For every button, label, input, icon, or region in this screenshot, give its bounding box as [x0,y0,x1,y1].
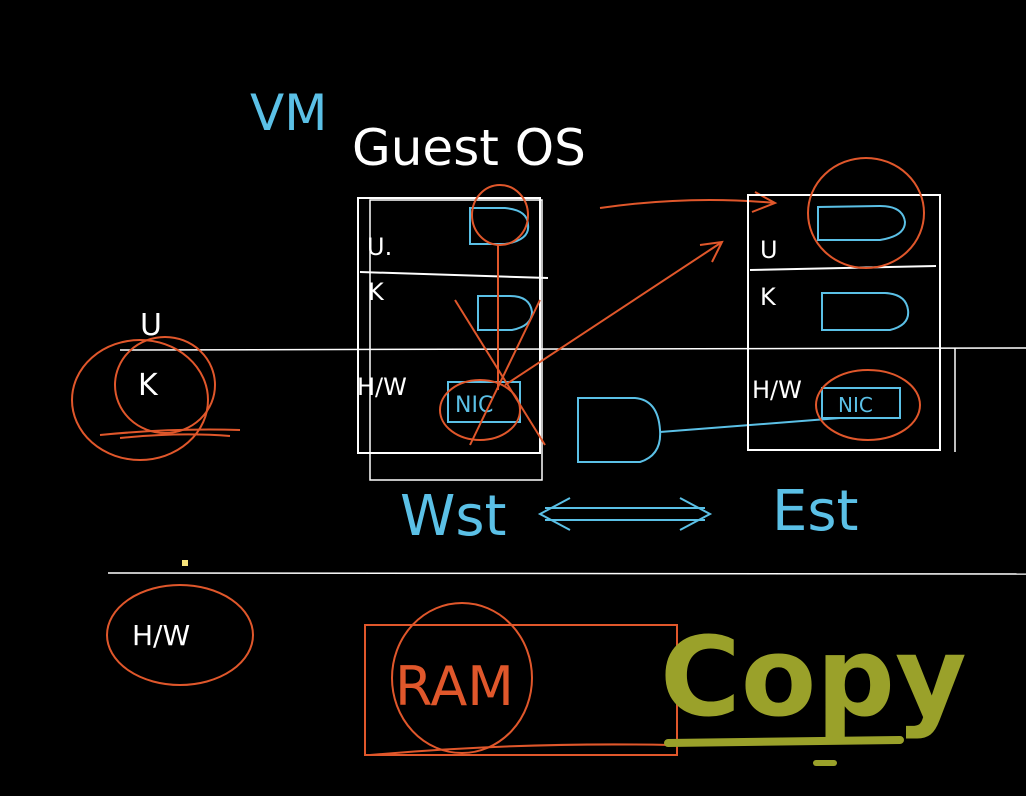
top-transfer-arrow [599,198,776,209]
cursor-dot [182,560,188,566]
west-kernel-shape [477,295,534,331]
west-app-circle [471,184,529,246]
host-kernel-circle-a [71,339,209,461]
west-hw-label: H/W [357,373,407,401]
kernel-hardware-divider-line [107,572,1026,575]
host-kernel-scribble [99,428,241,439]
copy-underline [664,736,904,747]
host-kernel-label: K [138,368,159,403]
ram-box [364,624,678,756]
west-vm-box-outer [369,199,543,481]
est-arrowhead [679,497,713,531]
hw-circle [106,584,254,686]
est-label: Est [772,479,859,544]
user-kernel-divider-line [119,347,1026,351]
east-user-kernel-line [749,265,937,271]
east-kernel-shape [821,292,910,331]
east-nic-circle [815,369,921,441]
east-user-label: U [760,236,778,264]
vm-label: VM [250,84,327,142]
ram-circle [391,602,533,754]
east-nic-label: NIC [838,393,873,417]
west-cross-arrow-b [469,299,541,446]
east-app-shape [817,204,907,241]
west-user-kernel-line [359,271,549,279]
ram-label: RAM [395,655,514,718]
transfer-nic-shape [577,397,662,463]
host-kernel-circle-b [114,336,216,434]
copy-label: Copy [660,613,967,741]
west-nic-box [447,381,521,423]
wst-arrowhead [537,497,571,531]
west-user-label: U. [367,233,392,261]
east-vm-box [747,194,941,451]
west-nic-label: NIC [455,393,493,418]
ram-arrow [369,743,671,756]
east-hw-label: H/W [752,376,802,404]
east-app-circle [807,157,925,269]
west-nic-circle [439,379,521,441]
west-kernel-label: K [368,278,385,306]
west-cross-arrow-a [454,299,546,446]
guest-os-label: Guest OS [352,119,586,177]
host-user-label: U [140,308,162,343]
east-nic-box [821,387,901,419]
west-vm-box [357,197,541,454]
west-to-east-arrowhead [699,240,724,263]
west-to-east-arrow [504,241,723,386]
transfer-link-line [659,417,841,433]
hw-label: H/W [132,619,190,652]
wst-label: Wst [400,484,507,549]
east-kernel-label: K [760,283,777,311]
